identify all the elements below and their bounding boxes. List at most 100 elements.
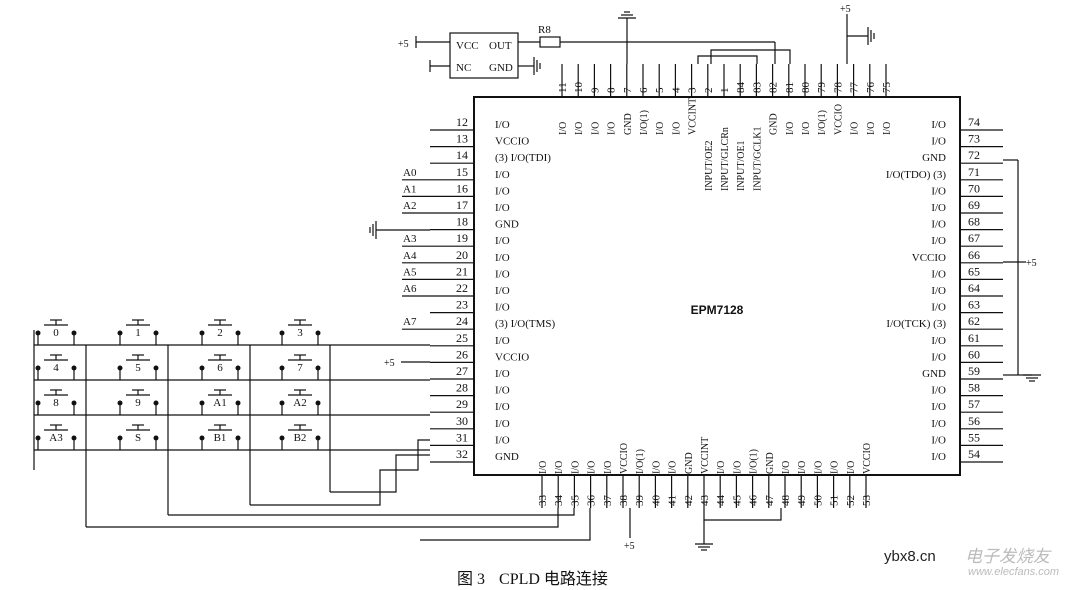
pin-number-right: 59 bbox=[968, 364, 980, 378]
pin-name-bottom: I/O bbox=[554, 461, 565, 474]
pin-name-left: I/O bbox=[495, 202, 510, 214]
pin-name-bottom: I/O bbox=[668, 461, 679, 474]
pin-number-top: 11 bbox=[557, 82, 569, 93]
pin-name-bottom: I/O(1) bbox=[749, 449, 760, 474]
pin-name-left: I/O bbox=[495, 335, 510, 347]
pin-name-left: I/O bbox=[495, 169, 510, 181]
pin-number-left: 15 bbox=[456, 165, 468, 179]
pin-name-right: I/O bbox=[931, 335, 946, 347]
pin-name-left: I/O bbox=[495, 119, 510, 131]
pin-name-left: I/O bbox=[495, 385, 510, 397]
pin-name-left: I/O bbox=[495, 185, 510, 197]
plus5-label: +5 bbox=[384, 358, 395, 369]
pin-number-right: 70 bbox=[968, 181, 980, 195]
pin-number-top: 77 bbox=[849, 82, 861, 94]
pin-name-bottom: I/O bbox=[538, 461, 549, 474]
key-0-label: 0 bbox=[53, 327, 59, 339]
pin-name-top: INPUT/GCLK1 bbox=[752, 127, 763, 191]
pin-name-right: I/O(TDO) (3) bbox=[886, 169, 947, 181]
watermark-brand: 电子发烧友 bbox=[965, 547, 1050, 566]
regulator-pin-vcc: VCC bbox=[456, 40, 479, 52]
column-net bbox=[420, 508, 591, 541]
pin-number-right: 69 bbox=[968, 198, 980, 212]
pin-name-bottom: GND bbox=[765, 452, 776, 474]
pin-number-bottom: 51 bbox=[829, 495, 841, 506]
pin-name-top: INPUT/GLCRn bbox=[720, 127, 731, 191]
pin-name-left: VCCIO bbox=[495, 351, 529, 363]
pin-number-right: 57 bbox=[968, 397, 980, 411]
pin-number-right: 68 bbox=[968, 215, 980, 229]
pin-number-left: 32 bbox=[456, 447, 468, 461]
pin-name-left: (3) I/O(TDI) bbox=[495, 152, 551, 164]
pin-name-top: I/O bbox=[882, 122, 893, 135]
signal-label: A6 bbox=[403, 283, 417, 295]
regulator-box bbox=[449, 32, 519, 79]
pin-number-left: 22 bbox=[456, 281, 468, 295]
signal-label: A4 bbox=[403, 250, 417, 262]
pin-name-left: VCCIO bbox=[495, 136, 529, 148]
pin-number-top: 2 bbox=[703, 88, 715, 94]
key-4-label: 4 bbox=[53, 362, 59, 374]
pin-number-bottom: 49 bbox=[796, 495, 808, 507]
regulator-pin-gnd: GND bbox=[489, 62, 513, 74]
watermark-url: www.elecfans.com bbox=[968, 566, 1060, 578]
pin-name-left: I/O bbox=[495, 368, 510, 380]
pin-name-right: GND bbox=[922, 152, 946, 164]
pin-name-right: I/O bbox=[931, 136, 946, 148]
key-3-label: 3 bbox=[297, 327, 303, 339]
pin-name-top: I/O(1) bbox=[817, 110, 828, 135]
oe-net bbox=[697, 55, 758, 64]
pin-name-top: I/O bbox=[558, 122, 569, 135]
pin-number-bottom: 48 bbox=[780, 495, 792, 507]
pin-number-right: 62 bbox=[968, 314, 980, 328]
pin-name-left: I/O bbox=[495, 302, 510, 314]
pin-name-bottom: I/O bbox=[716, 461, 727, 474]
pin-name-right: I/O bbox=[931, 434, 946, 446]
pin-name-top: INPUT/OE1 bbox=[736, 140, 747, 191]
pin-name-right: I/O bbox=[931, 119, 946, 131]
pin-name-bottom: I/O bbox=[781, 461, 792, 474]
pin-name-right: I/O bbox=[931, 268, 946, 280]
pin-name-right: I/O bbox=[931, 285, 946, 297]
pin-number-bottom: 45 bbox=[731, 495, 743, 507]
pin-number-left: 30 bbox=[456, 414, 468, 428]
pin-name-left: GND bbox=[495, 219, 519, 231]
pin-number-left: 24 bbox=[456, 314, 468, 328]
pin-name-left: GND bbox=[495, 451, 519, 463]
column-net bbox=[168, 508, 575, 516]
pin-name-right: I/O bbox=[931, 385, 946, 397]
plus5-label: +5 bbox=[624, 541, 635, 552]
pin-number-bottom: 38 bbox=[618, 495, 630, 507]
pin-name-bottom: I/O bbox=[603, 461, 614, 474]
pin-name-top: VCCINT bbox=[688, 98, 699, 135]
pin-number-bottom: 50 bbox=[812, 495, 824, 507]
pin-name-right: I/O bbox=[931, 235, 946, 247]
pin-number-bottom: 37 bbox=[602, 495, 614, 507]
pin-number-bottom: 34 bbox=[553, 495, 565, 507]
pin-number-right: 61 bbox=[968, 331, 980, 345]
pin-name-bottom: GND bbox=[684, 452, 695, 474]
pin-number-top: 78 bbox=[832, 82, 844, 94]
key-b2-label: B2 bbox=[294, 432, 307, 444]
pin-name-top: I/O bbox=[655, 122, 666, 135]
pin-number-top: 76 bbox=[865, 82, 877, 94]
pin-number-left: 21 bbox=[456, 264, 468, 278]
pin-name-top: INPUT/OE2 bbox=[704, 140, 715, 191]
pin-name-top: I/O bbox=[574, 122, 585, 135]
signal-label: A3 bbox=[403, 233, 417, 245]
pin-number-left: 12 bbox=[456, 115, 468, 129]
pin-number-top: 84 bbox=[735, 82, 747, 94]
pin-number-top: 6 bbox=[638, 87, 650, 93]
key-9-label: 9 bbox=[135, 397, 141, 409]
pin-number-left: 31 bbox=[456, 430, 468, 444]
pin-number-top: 83 bbox=[751, 82, 763, 94]
key-5-label: 5 bbox=[135, 362, 141, 374]
regulator-pin-out: OUT bbox=[489, 40, 512, 52]
pin-number-left: 23 bbox=[456, 298, 468, 312]
figure-number: 图 3 bbox=[457, 571, 486, 588]
figure-title: CPLD 电路连接 bbox=[499, 571, 608, 588]
pin-name-top: I/O bbox=[801, 122, 812, 135]
pin-number-bottom: 44 bbox=[715, 495, 727, 507]
pin-name-bottom: I/O bbox=[797, 461, 808, 474]
